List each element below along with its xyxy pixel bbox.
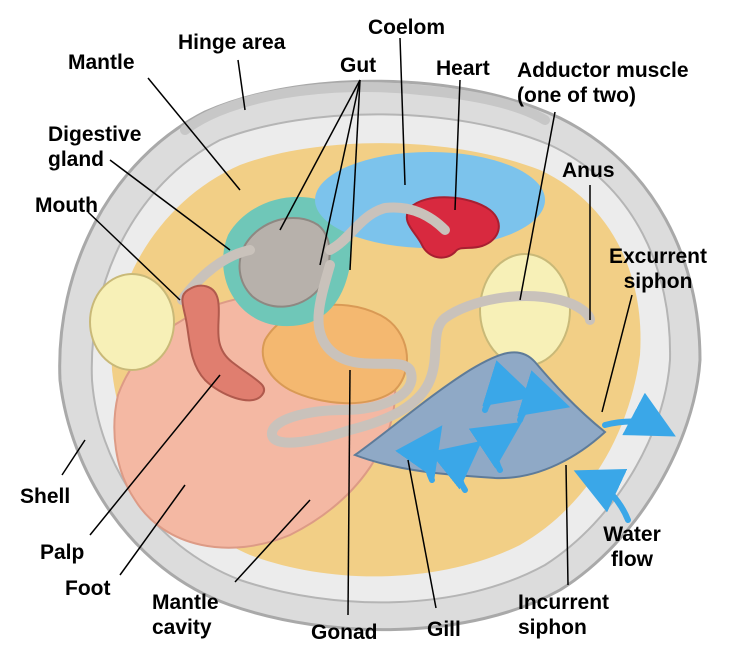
label-shell: Shell: [20, 485, 71, 508]
label-mantle-cavity-line1: Mantle: [152, 591, 219, 614]
leader-lines: [61, 37, 633, 616]
label-gonad: Gonad: [311, 621, 378, 644]
label-hinge-area: Hinge area: [178, 31, 286, 54]
label-gill: Gill: [427, 618, 461, 641]
stomach-shape: [238, 216, 331, 308]
label-mantle-cavity: Mantle cavity: [152, 590, 219, 640]
label-mantle: Mantle: [68, 51, 135, 74]
label-incurrent-siphon-line1: Incurrent: [518, 591, 610, 614]
label-palp: Palp: [40, 541, 85, 564]
hinge-ridge: [180, 81, 550, 135]
label-anus: Anus: [562, 159, 615, 182]
label-adductor-muscle-line1: Adductor muscle: [517, 59, 689, 82]
adductor-muscle-anterior: [89, 273, 175, 371]
label-mouth: Mouth: [35, 194, 98, 217]
label-excurrent-siphon-line1: Excurrent: [608, 245, 708, 268]
label-coelom: Coelom: [368, 16, 446, 39]
label-mantle-cavity-line2: cavity: [152, 616, 212, 639]
palp-shape: [181, 284, 265, 402]
label-adductor-muscle-line2: (one of two): [517, 84, 636, 107]
label-gut: Gut: [340, 54, 377, 77]
label-excurrent-siphon: Excurrent siphon: [598, 244, 718, 294]
label-digestive-gland-line1: Digestive: [48, 123, 142, 146]
label-adductor-muscle: Adductor muscle (one of two): [517, 58, 689, 108]
label-heart: Heart: [436, 57, 490, 80]
label-digestive-gland: Digestive gland: [48, 122, 141, 172]
label-excurrent-siphon-line2: siphon: [623, 270, 693, 293]
label-foot: Foot: [65, 577, 111, 600]
label-water-flow: Water flow: [592, 522, 672, 572]
label-digestive-gland-line2: gland: [48, 148, 104, 171]
label-incurrent-siphon: Incurrent siphon: [518, 590, 609, 640]
label-water-flow-line2: flow: [611, 548, 653, 571]
water-flow-arrows: [395, 360, 676, 523]
label-incurrent-siphon-line2: siphon: [518, 616, 587, 639]
label-water-flow-line1: Water: [603, 523, 661, 546]
